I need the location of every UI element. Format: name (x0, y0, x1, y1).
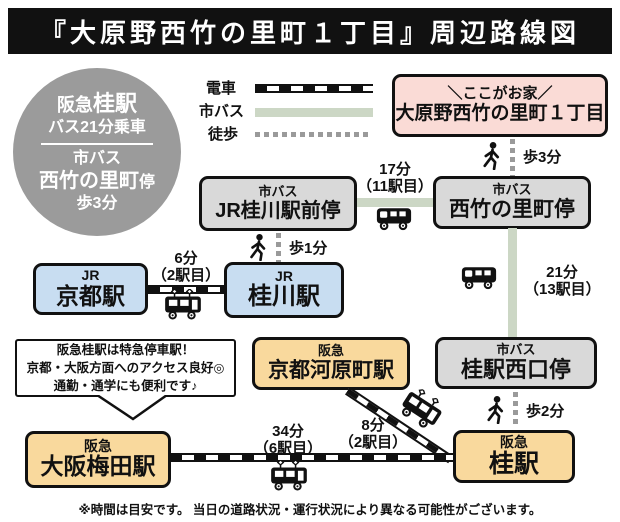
bubble-line2: 京都・大阪方面へのアクセス良好◎ (26, 360, 225, 375)
station-box-katsura: 阪急 桂駅 (453, 430, 575, 483)
hankyu-route-8-label: 8分 （2駅目） (338, 417, 408, 452)
circle-stop: 西竹の里町停 (38, 169, 155, 192)
bus-line-horizontal (355, 198, 435, 207)
circle-bus-type: 市バス (72, 149, 121, 167)
page-title: 『大原野西竹の里町１丁目』周辺路線図 (8, 8, 612, 54)
circle-ride: バス21分乗車 (48, 118, 146, 136)
jr-route-6-label: 6分 （2駅目） (151, 250, 221, 285)
bubble-line3: 通勤・通学にも便利です♪ (53, 379, 198, 394)
circle-walk: 歩3分 (76, 194, 118, 212)
legend-walk-label: 徒歩 (208, 126, 239, 143)
walker-icon (481, 142, 502, 170)
jr-rail-line (148, 285, 224, 294)
bubble-tail (95, 394, 169, 421)
train-icon (164, 289, 202, 320)
legend-train-label: 電車 (206, 80, 237, 97)
legend-walk-line (255, 132, 371, 137)
legend-citybus-label: 市バス (199, 103, 245, 120)
bus-route-17-label: 17分 （11駅目） (357, 161, 433, 196)
circle-station: 阪急桂駅 (56, 91, 137, 117)
legend-train-line (255, 84, 373, 93)
summary-circle: 阪急桂駅 バス21分乗車 市バス 西竹の里町停 歩3分 (13, 68, 181, 236)
station-box-nishitakenosato: 市バス 西竹の里町停 (433, 176, 591, 229)
walk-line-katsuragawa (276, 233, 281, 263)
walk-line-katsura (513, 392, 518, 428)
train-icon (270, 460, 308, 491)
station-box-kyoto: JR 京都駅 (33, 263, 148, 315)
bus-icon (376, 207, 412, 232)
info-bubble: 阪急桂駅は特急停車駅！ 京都・大阪方面へのアクセス良好◎ 通勤・通学にも便利です… (15, 339, 236, 397)
walk-time-home: 歩3分 (523, 149, 562, 166)
station-box-umeda: 阪急 大阪梅田駅 (25, 431, 171, 488)
station-box-kawaramachi: 阪急 京都河原町駅 (252, 337, 410, 390)
legend-citybus-line (255, 108, 373, 117)
bus-icon (461, 266, 497, 291)
walk-line-home (510, 139, 515, 176)
circle-divider (41, 142, 153, 145)
walker-icon (248, 234, 268, 261)
home-box: ＼ここがお家／ 大原野西竹の里町１丁目 (392, 74, 608, 137)
bus-line-vertical (508, 228, 517, 338)
station-box-katsuragawa-ekimae: 市バス JR桂川駅前停 (199, 176, 357, 231)
footnote: ※時間は目安です。 当日の道路状況・運行状況により異なる可能性がございます。 (78, 503, 542, 517)
hankyu-route-34-label: 34分 （6駅目） (253, 423, 323, 458)
walk-time-katsuragawa: 歩1分 (289, 240, 328, 257)
station-box-katsuragawa: JR 桂川駅 (224, 262, 344, 318)
home-name: 大原野西竹の里町１丁目 (395, 103, 605, 125)
station-box-katsura-nishiguchi: 市バス 桂駅西口停 (435, 337, 597, 389)
bus-route-21-label: 21分 （13駅目） (524, 264, 601, 299)
home-callout: ＼ここがお家／ (447, 85, 553, 103)
walker-icon (485, 396, 506, 424)
hankyu-rail-line (170, 453, 454, 462)
bubble-line1: 阪急桂駅は特急停車駅！ (56, 342, 195, 357)
walk-time-katsura: 歩2分 (526, 403, 565, 420)
